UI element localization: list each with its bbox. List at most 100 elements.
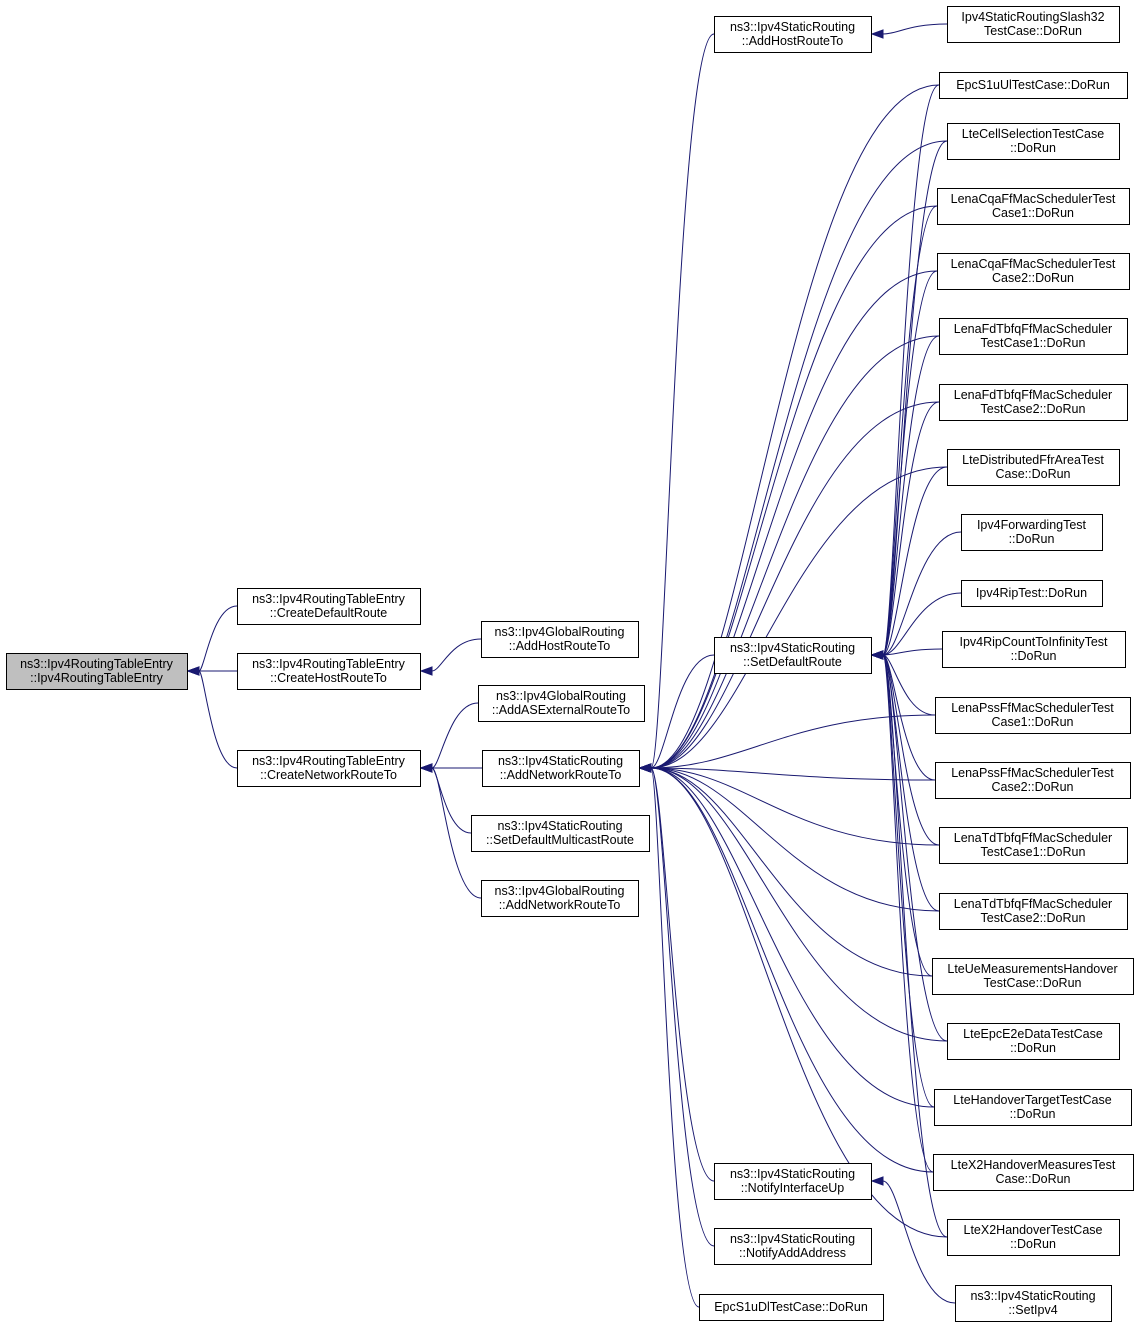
node-fwdtest[interactable]: Ipv4ForwardingTest::DoRun — [961, 514, 1103, 551]
node-epcs1uul[interactable]: EpcS1uUlTestCase::DoRun — [939, 72, 1128, 99]
node-box-ripcount[interactable] — [942, 631, 1126, 668]
node-static-setdefmc[interactable]: ns3::Ipv4StaticRouting::SetDefaultMultic… — [471, 815, 650, 852]
node-global-addas[interactable]: ns3::Ipv4GlobalRouting::AddASExternalRou… — [478, 685, 645, 722]
node-epcs1udl[interactable]: EpcS1uDlTestCase::DoRun — [699, 1294, 884, 1321]
node-box-cqa2[interactable] — [937, 253, 1130, 290]
node-hotarget[interactable]: LteHandoverTargetTestCase::DoRun — [934, 1089, 1132, 1126]
node-box-root[interactable] — [6, 653, 188, 690]
node-label-uemeas-line-1: LteUeMeasurementsHandover — [947, 962, 1117, 976]
node-box-fdtbfq2[interactable] — [939, 384, 1128, 421]
node-box-static-notifyaddr[interactable] — [714, 1228, 872, 1265]
node-ripcount[interactable]: Ipv4RipCountToInfinityTest::DoRun — [942, 631, 1126, 668]
node-label-hotarget-line-2: ::DoRun — [1010, 1107, 1056, 1121]
node-box-fdtbfq1[interactable] — [939, 318, 1128, 355]
node-label-epcs1udl-line-1: EpcS1uDlTestCase::DoRun — [714, 1300, 868, 1314]
node-box-pss2[interactable] — [935, 762, 1131, 799]
node-label-static-setdefmc-line-2: ::SetDefaultMulticastRoute — [486, 833, 634, 847]
node-box-hotarget[interactable] — [934, 1089, 1132, 1126]
node-box-create-network[interactable] — [237, 750, 421, 787]
node-box-setipv4[interactable] — [955, 1285, 1112, 1322]
node-box-static-addnetwork[interactable] — [482, 750, 640, 787]
edge-tdtbfq1-to-static-addnetwork — [650, 767, 940, 846]
node-label-cellsel-line-2: ::DoRun — [1010, 141, 1056, 155]
node-box-global-addnetwork[interactable] — [481, 880, 639, 917]
node-box-pss1[interactable] — [935, 697, 1131, 734]
node-label-create-default-line-1: ns3::Ipv4RoutingTableEntry — [252, 592, 406, 606]
node-label-create-default-line-2: ::CreateDefaultRoute — [270, 606, 387, 620]
node-epce2e[interactable]: LteEpcE2eDataTestCase::DoRun — [947, 1023, 1120, 1060]
node-create-host[interactable]: ns3::Ipv4RoutingTableEntry::CreateHostRo… — [237, 653, 421, 690]
node-box-static-setdefmc[interactable] — [471, 815, 650, 852]
edge-slash32-to-static-addhost — [882, 23, 948, 35]
node-static-notifyaddr[interactable]: ns3::Ipv4StaticRouting::NotifyAddAddress — [714, 1228, 872, 1265]
node-static-addnetwork[interactable]: ns3::Ipv4StaticRouting::AddNetworkRouteT… — [482, 750, 640, 787]
node-box-epce2e[interactable] — [947, 1023, 1120, 1060]
node-label-tdtbfq2-line-1: LenaTdTbfqFfMacScheduler — [954, 897, 1112, 911]
node-label-global-addhost-line-2: ::AddHostRouteTo — [509, 639, 610, 653]
node-box-static-notifyup[interactable] — [714, 1163, 872, 1200]
node-riptest[interactable]: Ipv4RipTest::DoRun — [961, 580, 1103, 607]
node-label-static-addhost-line-1: ns3::Ipv4StaticRouting — [730, 20, 855, 34]
node-label-slash32-line-2: TestCase::DoRun — [984, 24, 1082, 38]
edge-fwdtest-to-static-setdefault — [882, 531, 962, 656]
edge-static-addhost-to-static-addnetwork — [650, 33, 715, 769]
node-create-network[interactable]: ns3::Ipv4RoutingTableEntry::CreateNetwor… — [237, 750, 421, 787]
node-box-fwdtest[interactable] — [961, 514, 1103, 551]
node-box-create-default[interactable] — [237, 588, 421, 625]
node-label-static-notifyup-line-1: ns3::Ipv4StaticRouting — [730, 1167, 855, 1181]
node-box-static-addhost[interactable] — [714, 16, 872, 53]
node-label-cellsel-line-1: LteCellSelectionTestCase — [962, 127, 1104, 141]
node-box-global-addhost[interactable] — [481, 621, 639, 658]
edge-uemeas-to-static-addnetwork — [650, 767, 933, 977]
edge-fdtbfq1-to-static-setdefault — [882, 335, 940, 656]
node-setipv4[interactable]: ns3::Ipv4StaticRouting::SetIpv4 — [955, 1285, 1112, 1322]
node-box-global-addas[interactable] — [478, 685, 645, 722]
node-global-addhost[interactable]: ns3::Ipv4GlobalRouting::AddHostRouteTo — [481, 621, 639, 658]
node-cellsel[interactable]: LteCellSelectionTestCase::DoRun — [947, 123, 1120, 160]
node-label-uemeas-line-2: TestCase::DoRun — [984, 976, 1082, 990]
node-box-distffr[interactable] — [947, 449, 1120, 486]
node-label-distffr-line-2: Case::DoRun — [995, 467, 1070, 481]
node-box-create-host[interactable] — [237, 653, 421, 690]
node-label-pss1-line-1: LenaPssFfMacSchedulerTest — [951, 701, 1114, 715]
node-create-default[interactable]: ns3::Ipv4RoutingTableEntry::CreateDefaul… — [237, 588, 421, 625]
node-box-x2ho[interactable] — [947, 1219, 1120, 1256]
node-static-setdefault[interactable]: ns3::Ipv4StaticRouting::SetDefaultRoute — [714, 637, 872, 674]
node-box-uemeas[interactable] — [932, 958, 1134, 995]
node-box-cellsel[interactable] — [947, 123, 1120, 160]
node-global-addnetwork[interactable]: ns3::Ipv4GlobalRouting::AddNetworkRouteT… — [481, 880, 639, 917]
node-box-slash32[interactable] — [947, 6, 1120, 43]
node-box-tdtbfq1[interactable] — [939, 827, 1128, 864]
node-box-riptest[interactable] — [961, 580, 1103, 607]
node-x2ho[interactable]: LteX2HandoverTestCase::DoRun — [947, 1219, 1120, 1256]
node-root[interactable]: ns3::Ipv4RoutingTableEntry::Ipv4RoutingT… — [6, 653, 188, 690]
node-label-static-notifyaddr-line-1: ns3::Ipv4StaticRouting — [730, 1232, 855, 1246]
node-label-global-addas-line-1: ns3::Ipv4GlobalRouting — [496, 689, 626, 703]
node-label-static-setdefmc-line-1: ns3::Ipv4StaticRouting — [497, 819, 622, 833]
node-box-epcs1udl[interactable] — [699, 1294, 884, 1321]
node-box-tdtbfq2[interactable] — [939, 893, 1128, 930]
node-box-x2meas[interactable] — [933, 1154, 1134, 1191]
edge-cqa1-to-static-addnetwork — [650, 205, 938, 769]
node-label-distffr-line-1: LteDistributedFfrAreaTest — [962, 453, 1104, 467]
edge-fdtbfq2-to-static-setdefault — [882, 401, 940, 656]
node-box-static-setdefault[interactable] — [714, 637, 872, 674]
edge-global-addhost-to-create-host — [431, 638, 482, 672]
node-box-epcs1uul[interactable] — [939, 72, 1128, 99]
node-box-cqa1[interactable] — [937, 188, 1130, 225]
node-static-notifyup[interactable]: ns3::Ipv4StaticRouting::NotifyInterfaceU… — [714, 1163, 872, 1200]
node-static-addhost[interactable]: ns3::Ipv4StaticRouting::AddHostRouteTo — [714, 16, 872, 53]
node-label-pss2-line-1: LenaPssFfMacSchedulerTest — [951, 766, 1114, 780]
